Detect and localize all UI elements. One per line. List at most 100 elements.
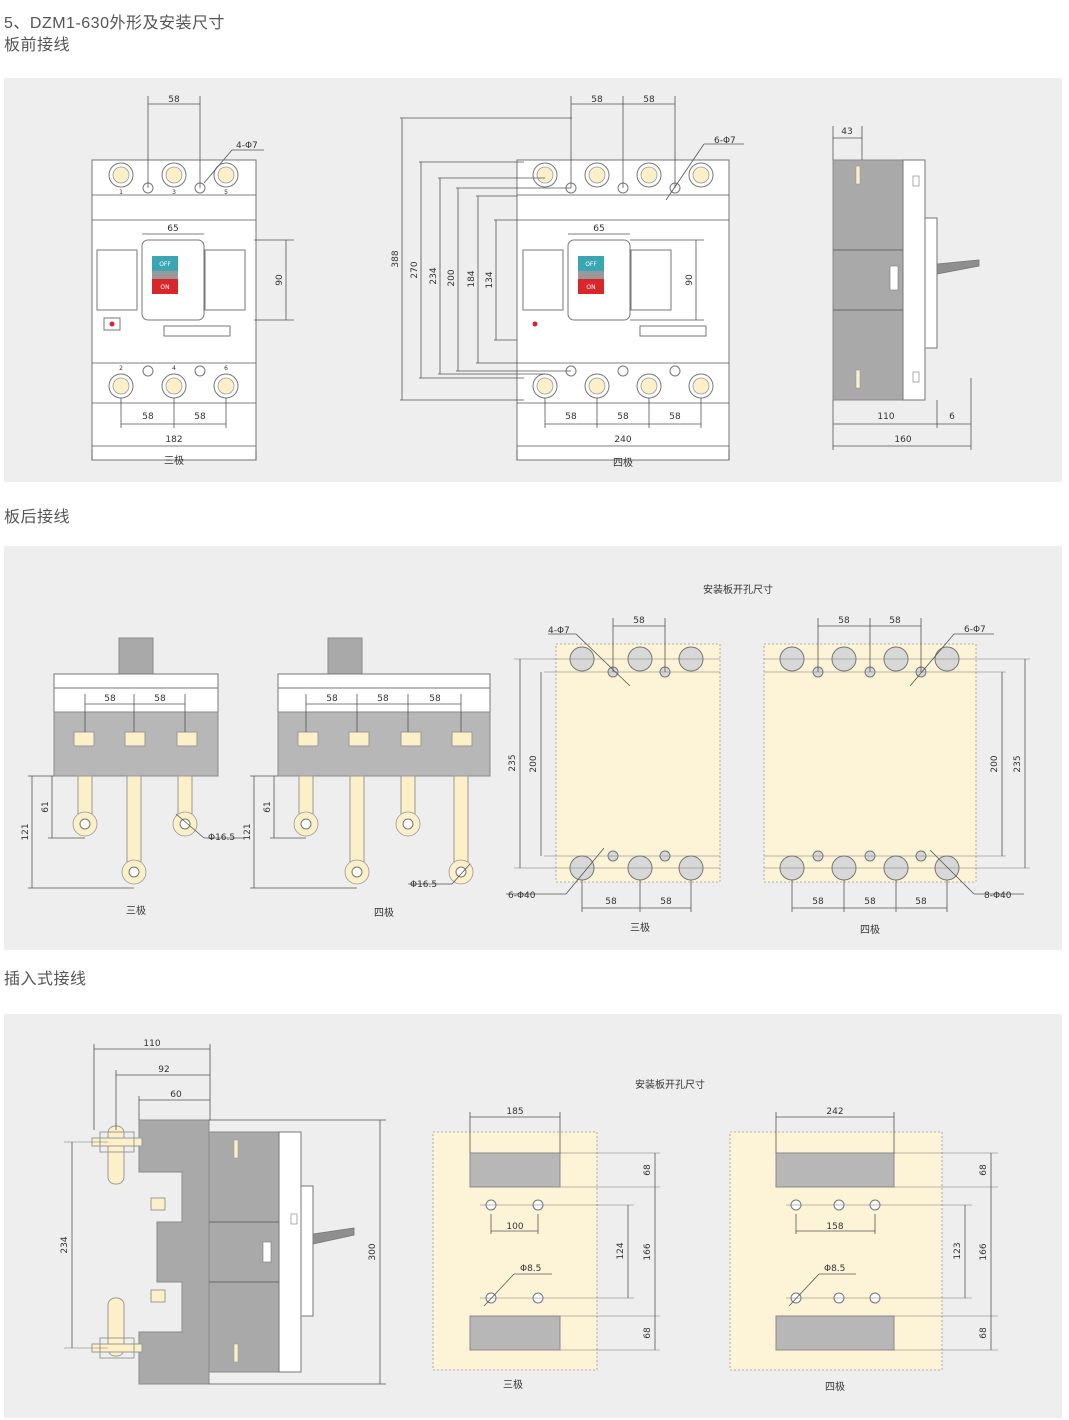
terminal-number: 2 (119, 365, 123, 372)
dim-label: 4-Φ7 (236, 141, 258, 151)
dim-label: 58 (915, 897, 927, 907)
dim-label: 235 (1013, 755, 1023, 772)
dim-label: 68 (643, 1164, 653, 1176)
dim-label: 65 (167, 224, 178, 234)
dim-label: 58 (142, 412, 154, 422)
plate3-caption: 三极 (630, 921, 650, 934)
dim-label: 58 (168, 95, 180, 105)
dim-label: 200 (990, 755, 1000, 772)
back-three-pole-plate: 58 4-Φ7 235 200 6-Φ40 58 58 三极 (506, 616, 721, 934)
dim-label: 58 (194, 412, 206, 422)
dim-label: 58 (812, 897, 824, 907)
dim-label: 58 (104, 694, 116, 704)
dim-label: Φ8.5 (824, 1264, 845, 1274)
terminal-number: 3 (172, 189, 176, 196)
dim-label: 6-Φ40 (508, 891, 536, 901)
dim-label: Φ16.5 (410, 880, 437, 890)
terminal-number: 4 (172, 365, 176, 372)
dim-label: 388 (391, 250, 401, 267)
plugin-plate3-caption: 三极 (503, 1378, 523, 1391)
dim-label: 300 (368, 1243, 378, 1260)
plugin-plate4-caption: 四极 (825, 1380, 845, 1393)
dim-label: 234 (429, 267, 439, 284)
dim-label: 110 (877, 412, 894, 422)
dim-label: 58 (660, 897, 672, 907)
dim-label: 6-Φ7 (964, 625, 986, 635)
back-four-pole-plate: 58 58 6-Φ7 200 235 8-Φ40 58 58 58 四极 (763, 616, 1030, 936)
dim-label: 60 (170, 1090, 182, 1100)
dim-label: 68 (979, 1327, 989, 1339)
three-pole-front-view: OFF ON 1 3 5 2 4 6 58 4-Φ7 65 90 58 58 1… (91, 95, 294, 467)
dim-label: 58 (605, 897, 617, 907)
dim-label: 58 (591, 95, 603, 105)
dim-label: 110 (143, 1039, 160, 1049)
four-pole-off-label: OFF (585, 261, 597, 268)
dim-label: 58 (429, 694, 441, 704)
dim-label: 242 (826, 1107, 843, 1117)
dim-label: 58 (864, 897, 876, 907)
dim-label: 92 (158, 1065, 169, 1075)
dim-label: 68 (979, 1164, 989, 1176)
dim-label: 184 (467, 270, 477, 287)
dim-label: 68 (643, 1327, 653, 1339)
dim-label: Φ8.5 (520, 1264, 541, 1274)
front-wiring-panel: OFF ON 1 3 5 2 4 6 58 4-Φ7 65 90 58 58 1… (4, 78, 1062, 482)
dim-label: 6-Φ7 (714, 136, 736, 146)
dim-label: 134 (485, 271, 495, 288)
dim-label: 235 (508, 754, 518, 771)
dim-label: 58 (889, 616, 901, 626)
dim-label: 58 (326, 694, 338, 704)
dim-label: 182 (165, 435, 182, 445)
dim-label: 90 (275, 274, 285, 286)
dim-label: 121 (21, 823, 31, 840)
four-pole-on-label: ON (586, 284, 595, 291)
four-pole-caption: 四极 (613, 456, 633, 469)
heading-plugin-wiring: 插入式接线 (4, 971, 87, 988)
dim-label: 6 (949, 412, 955, 422)
dim-label: 58 (643, 95, 655, 105)
plugin-three-pole-plate: 185 68 166 68 124 100 Φ8.5 三极 (432, 1107, 660, 1391)
three-pole-back-view: 58 58 121 61 Φ16.5 三极 (21, 637, 244, 917)
plugin-mount-title: 安装板开孔尺寸 (635, 1078, 705, 1091)
dim-label: 200 (529, 755, 539, 772)
back-three-pole-caption: 三极 (126, 904, 146, 917)
dim-label: 185 (506, 1107, 523, 1117)
dim-label: 58 (838, 616, 850, 626)
back-wiring-panel: 安装板开孔尺寸 58 58 121 61 Φ16.5 三极 58 (4, 546, 1062, 950)
plugin-side-view: 110 92 60 234 300 (60, 1039, 386, 1385)
dim-label: 61 (41, 801, 51, 812)
heading-front-wiring: 板前接线 (4, 37, 71, 54)
dim-label: 158 (826, 1222, 843, 1232)
dim-label: 240 (614, 435, 631, 445)
plate4-caption: 四极 (860, 923, 880, 936)
dim-label: 58 (154, 694, 166, 704)
dim-label: 200 (447, 269, 457, 286)
back-wiring-drawing: 安装板开孔尺寸 58 58 121 61 Φ16.5 三极 58 (21, 583, 1030, 936)
dim-label: 58 (633, 616, 645, 626)
dim-label: 166 (643, 1243, 653, 1260)
plugin-wiring-panel: 安装板开孔尺寸 110 92 60 234 3 (4, 1014, 1062, 1418)
dim-label: 124 (616, 1242, 626, 1259)
plugin-four-pole-plate: 242 68 166 68 123 158 Φ8.5 四极 (729, 1107, 998, 1393)
dim-label: 58 (617, 412, 629, 422)
dim-label: 58 (565, 412, 577, 422)
back-four-pole-caption: 四极 (374, 906, 394, 919)
dim-label: 65 (593, 224, 604, 234)
dim-label: 43 (841, 127, 852, 137)
front-wiring-drawing: OFF ON 1 3 5 2 4 6 58 4-Φ7 65 90 58 58 1… (91, 95, 980, 469)
dim-label: 90 (685, 274, 695, 286)
dim-label: 270 (410, 261, 420, 278)
dim-label: 160 (894, 435, 911, 445)
terminal-number: 5 (224, 189, 228, 196)
three-pole-off-label: OFF (159, 261, 171, 268)
dim-label: 234 (60, 1236, 70, 1253)
dim-label: 61 (263, 801, 273, 812)
dim-label: Φ16.5 (208, 833, 235, 843)
plugin-wiring-drawing: 安装板开孔尺寸 110 92 60 234 3 (60, 1039, 998, 1393)
dim-label: 121 (243, 823, 253, 840)
heading-back-wiring: 板后接线 (4, 509, 71, 526)
mount-hole-title: 安装板开孔尺寸 (703, 583, 773, 596)
dim-label: 8-Φ40 (984, 891, 1012, 901)
dim-label: 4-Φ7 (548, 626, 570, 636)
dim-label: 166 (979, 1243, 989, 1260)
